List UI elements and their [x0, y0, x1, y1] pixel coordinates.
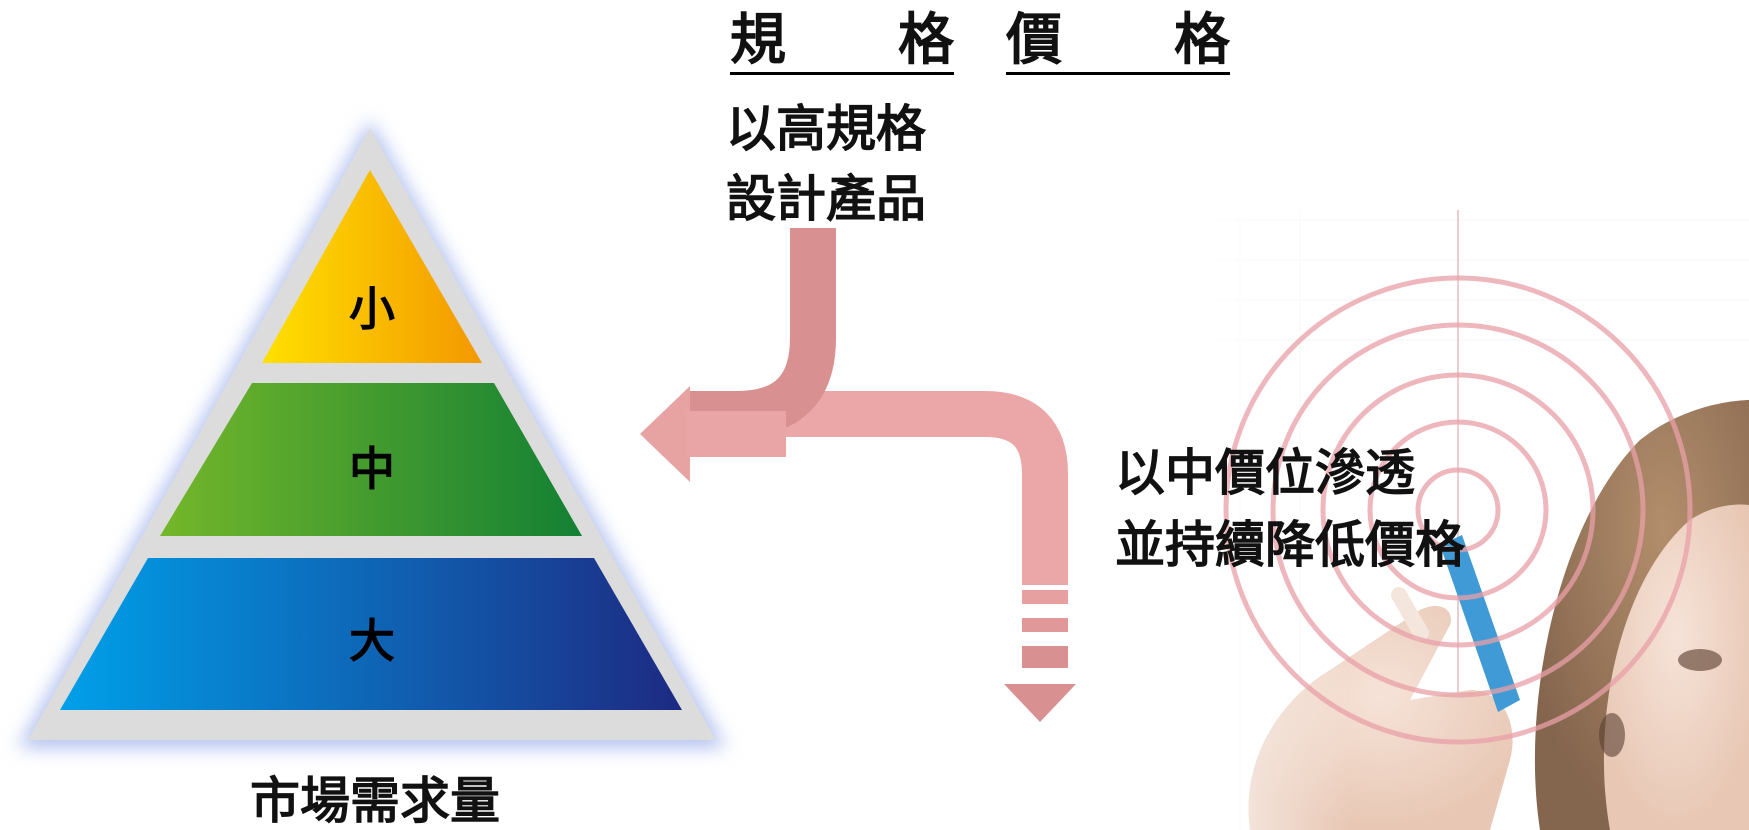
tier-label-small: 小 [349, 282, 395, 336]
spec-arrow-path [688, 228, 836, 437]
spec-note-line1: 以高規格 [726, 99, 926, 158]
price-note-line1: 以中價位滲透 [1115, 443, 1415, 502]
target-ring [1320, 372, 1596, 648]
dash-segment [1022, 618, 1068, 632]
spec-note-line2: 設計產品 [726, 169, 926, 228]
pyramid-caption: 市場需求量 [250, 771, 500, 830]
pyramid-tier-top [262, 170, 482, 363]
price-note-line2: 並持續降低價格 [1115, 515, 1465, 574]
spec-header: 規 格 [730, 7, 954, 75]
target-ring [1415, 467, 1501, 553]
price-arrow-head [1004, 684, 1076, 722]
dash-segment [1022, 590, 1068, 604]
target-ring [1270, 322, 1646, 698]
price-arrow-path [780, 391, 1068, 585]
left-arrow-head [640, 386, 690, 482]
target-ring [1223, 275, 1693, 745]
pyramid-tier-middle [160, 383, 582, 536]
tier-label-large: 大 [349, 614, 395, 668]
price-header: 價 格 [1006, 7, 1230, 75]
tier-label-medium: 中 [349, 442, 395, 496]
pyramid-tier-bottom [60, 558, 682, 710]
target-ring [1367, 419, 1549, 601]
